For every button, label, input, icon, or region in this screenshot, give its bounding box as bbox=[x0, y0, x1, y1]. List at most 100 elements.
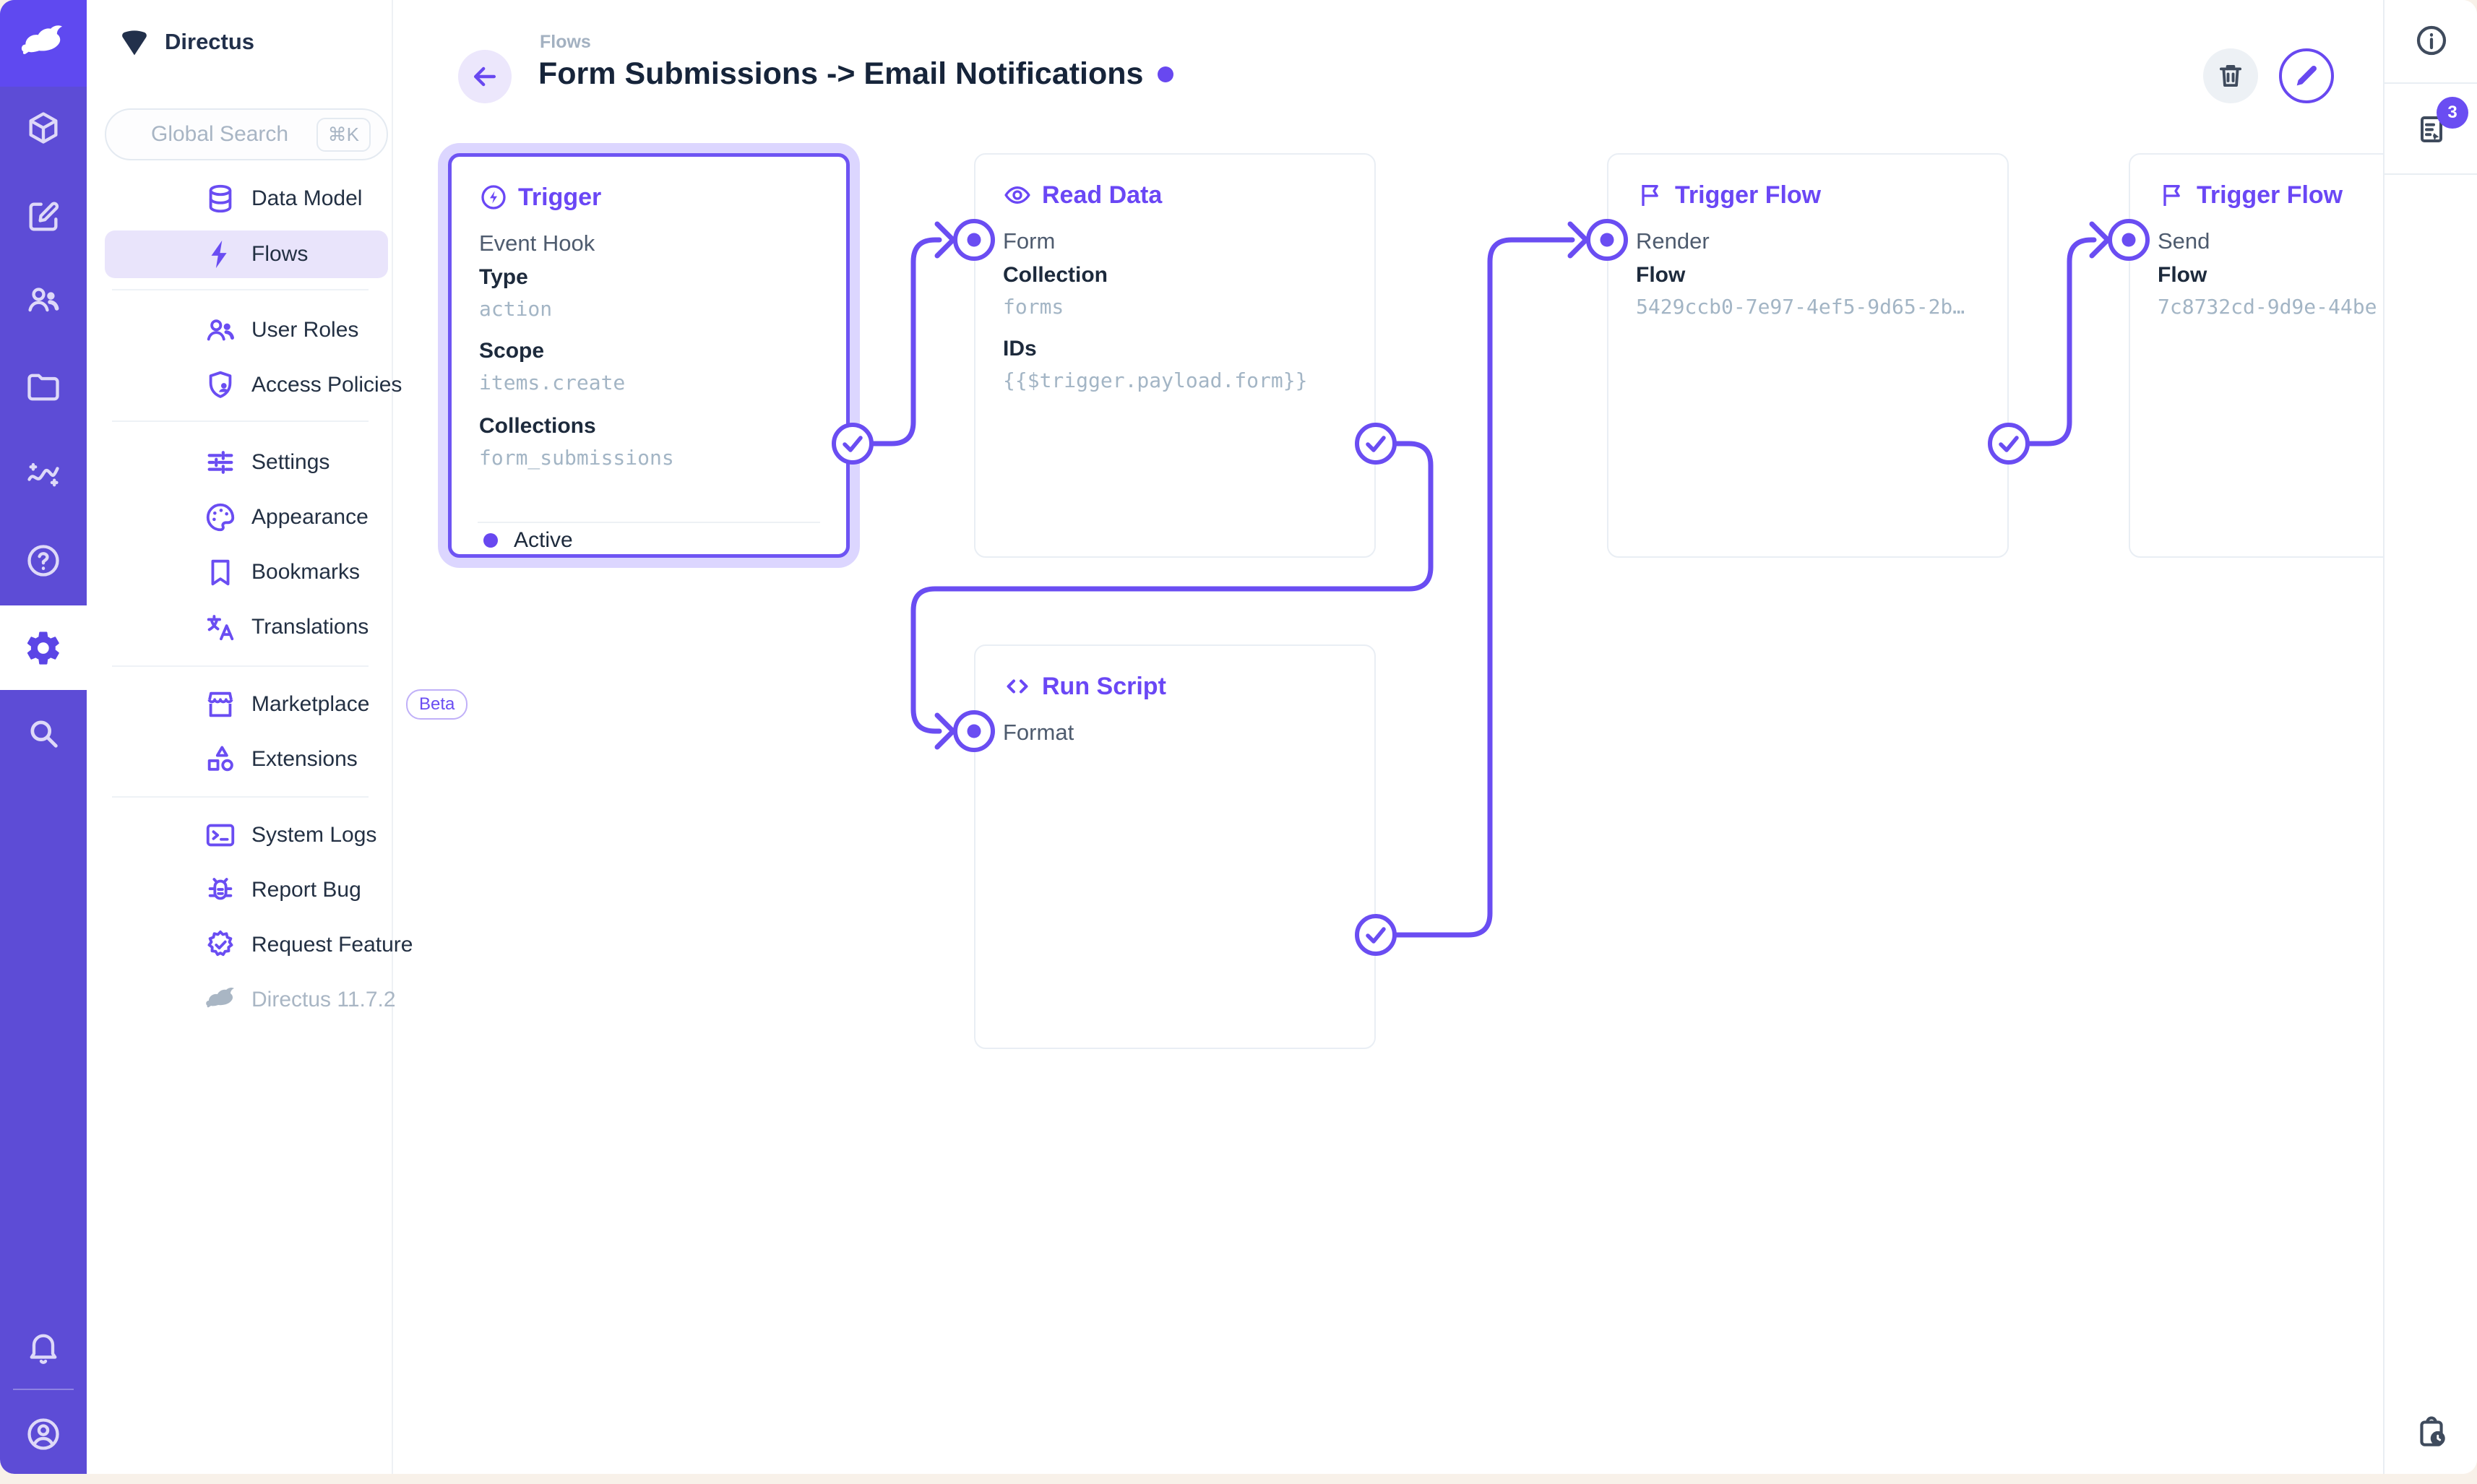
app-version: Directus 11.7.2 bbox=[87, 972, 396, 1027]
card-title: Trigger Flow bbox=[1675, 181, 1822, 209]
sidebar-divider bbox=[2385, 82, 2477, 84]
shield-user-icon bbox=[204, 368, 237, 402]
sidebar-item-extensions[interactable]: Extensions bbox=[87, 732, 392, 787]
card-divider bbox=[478, 522, 820, 523]
field-value: 7c8732cd-9d9e-44be bbox=[2158, 295, 2377, 319]
extensions-icon bbox=[204, 743, 237, 776]
field-value: 5429ccb0-7e97-4ef5-9d65-2b… bbox=[1636, 295, 1965, 319]
field-label: Collections bbox=[479, 414, 596, 438]
flow-card-run-script[interactable]: Run Script Format bbox=[974, 644, 1376, 1049]
notifications-button[interactable] bbox=[0, 1329, 87, 1366]
nav-divider bbox=[112, 796, 369, 798]
sidebar-item-data-model[interactable]: Data Model bbox=[87, 171, 392, 226]
module-content[interactable] bbox=[0, 109, 87, 147]
database-icon bbox=[204, 182, 237, 215]
people-icon bbox=[28, 288, 59, 312]
flow-card-read-data[interactable]: Read Data Form Collection forms IDs {{$t… bbox=[974, 153, 1376, 558]
notices-button[interactable] bbox=[2385, 112, 2477, 147]
active-nav-highlight bbox=[105, 230, 388, 278]
directus-rabbit-icon bbox=[204, 985, 238, 1014]
info-icon bbox=[2416, 25, 2447, 56]
sidebar-item-appearance[interactable]: Appearance bbox=[87, 490, 392, 545]
help-icon bbox=[27, 545, 59, 577]
operation-name: Send bbox=[2158, 228, 2210, 254]
bug-icon bbox=[204, 873, 237, 907]
bell-icon bbox=[30, 1334, 57, 1364]
field-label: Flow bbox=[1636, 263, 1686, 287]
info-button[interactable] bbox=[2385, 23, 2477, 58]
delete-flow-button[interactable] bbox=[2203, 48, 2258, 103]
status-badge: Active bbox=[514, 528, 573, 552]
sidebar-divider bbox=[2385, 173, 2477, 175]
account-button[interactable] bbox=[0, 1415, 87, 1453]
module-users[interactable] bbox=[0, 281, 87, 319]
sidebar-item-marketplace[interactable]: Marketplace Beta bbox=[87, 677, 468, 732]
directus-rabbit-icon bbox=[21, 25, 63, 54]
project-name: Directus bbox=[165, 29, 255, 54]
sidebar-item-translations[interactable]: Translations bbox=[87, 600, 392, 655]
connection-trigger-to-read bbox=[850, 237, 942, 447]
sidebar-item-flows[interactable]: Flows bbox=[87, 227, 392, 282]
back-button[interactable] bbox=[458, 50, 512, 103]
field-label: Scope bbox=[479, 339, 545, 363]
nav-divider bbox=[112, 665, 369, 667]
field-value: items.create bbox=[479, 371, 626, 394]
project-switcher[interactable]: Directus bbox=[87, 14, 392, 68]
flow-card-trigger[interactable]: Trigger Event Hook Type action Scope ite… bbox=[448, 153, 850, 558]
module-insights[interactable] bbox=[0, 455, 87, 493]
operation-name: Format bbox=[1003, 720, 1074, 745]
search-icon bbox=[30, 720, 58, 748]
arrowhead-icon bbox=[934, 221, 956, 259]
operation-name: Render bbox=[1636, 228, 1710, 254]
module-search[interactable] bbox=[0, 715, 87, 752]
global-search-input[interactable]: Global Search ⌘K bbox=[105, 108, 388, 160]
terminal-icon bbox=[204, 819, 237, 852]
field-label: Type bbox=[479, 265, 528, 289]
module-settings-active[interactable] bbox=[0, 605, 87, 690]
sidebar-item-system-logs[interactable]: System Logs bbox=[87, 808, 392, 863]
breadcrumb[interactable]: Flows bbox=[540, 32, 591, 52]
flow-card-trigger-flow-send[interactable]: Trigger Flow Send Flow 7c8732cd-9d9e-44b… bbox=[2129, 153, 2383, 558]
cube-icon bbox=[29, 112, 58, 144]
sidebar-item-report-bug[interactable]: Report Bug bbox=[87, 863, 392, 918]
trash-icon bbox=[2215, 61, 2246, 91]
connection-script-to-render bbox=[1373, 237, 1575, 938]
sidebar-item-access-policies[interactable]: Access Policies bbox=[87, 358, 402, 413]
module-files[interactable] bbox=[0, 368, 87, 406]
pencil-icon bbox=[2292, 61, 2321, 90]
eye-icon bbox=[1003, 181, 1032, 210]
field-value: action bbox=[479, 297, 553, 321]
directus-logo[interactable] bbox=[0, 0, 87, 87]
sidebar-item-user-roles[interactable]: User Roles bbox=[87, 303, 392, 358]
field-value: forms bbox=[1003, 295, 1064, 319]
folder-icon bbox=[27, 374, 59, 401]
clipboard-clock-icon bbox=[2420, 1416, 2445, 1446]
bookmark-icon bbox=[204, 556, 237, 589]
beta-badge: Beta bbox=[406, 689, 468, 720]
trigger-type-name: Event Hook bbox=[479, 230, 595, 256]
trigger-bolt-circle-icon bbox=[479, 183, 508, 212]
pending-revisions-button[interactable] bbox=[2385, 1415, 2477, 1451]
field-value: {{$trigger.payload.form}} bbox=[1003, 368, 1308, 392]
flag-icon bbox=[1636, 181, 1665, 210]
project-logo-icon bbox=[114, 23, 155, 61]
sidebar-item-bookmarks[interactable]: Bookmarks bbox=[87, 545, 392, 600]
nav-divider bbox=[112, 420, 369, 422]
sidebar-item-settings[interactable]: Settings bbox=[87, 435, 392, 490]
search-shortcut-kbd: ⌘K bbox=[316, 117, 371, 152]
field-value: form_submissions bbox=[479, 446, 674, 470]
card-title: Read Data bbox=[1042, 181, 1163, 209]
module-editor[interactable] bbox=[0, 198, 87, 236]
right-sidebar: 3 bbox=[2383, 0, 2477, 1474]
active-status-dot bbox=[483, 533, 498, 548]
feature-seal-icon bbox=[204, 928, 237, 962]
nav-divider bbox=[112, 289, 369, 290]
notices-count-badge: 3 bbox=[2437, 97, 2468, 129]
edit-flow-button[interactable] bbox=[2279, 48, 2334, 103]
flow-card-trigger-flow-render[interactable]: Trigger Flow Render Flow 5429ccb0-7e97-4… bbox=[1607, 153, 2009, 558]
sidebar-item-request-feature[interactable]: Request Feature bbox=[87, 918, 413, 972]
field-label: Flow bbox=[2158, 263, 2207, 287]
card-title: Trigger Flow bbox=[2197, 181, 2343, 209]
storefront-icon bbox=[204, 688, 237, 721]
module-help[interactable] bbox=[0, 542, 87, 579]
